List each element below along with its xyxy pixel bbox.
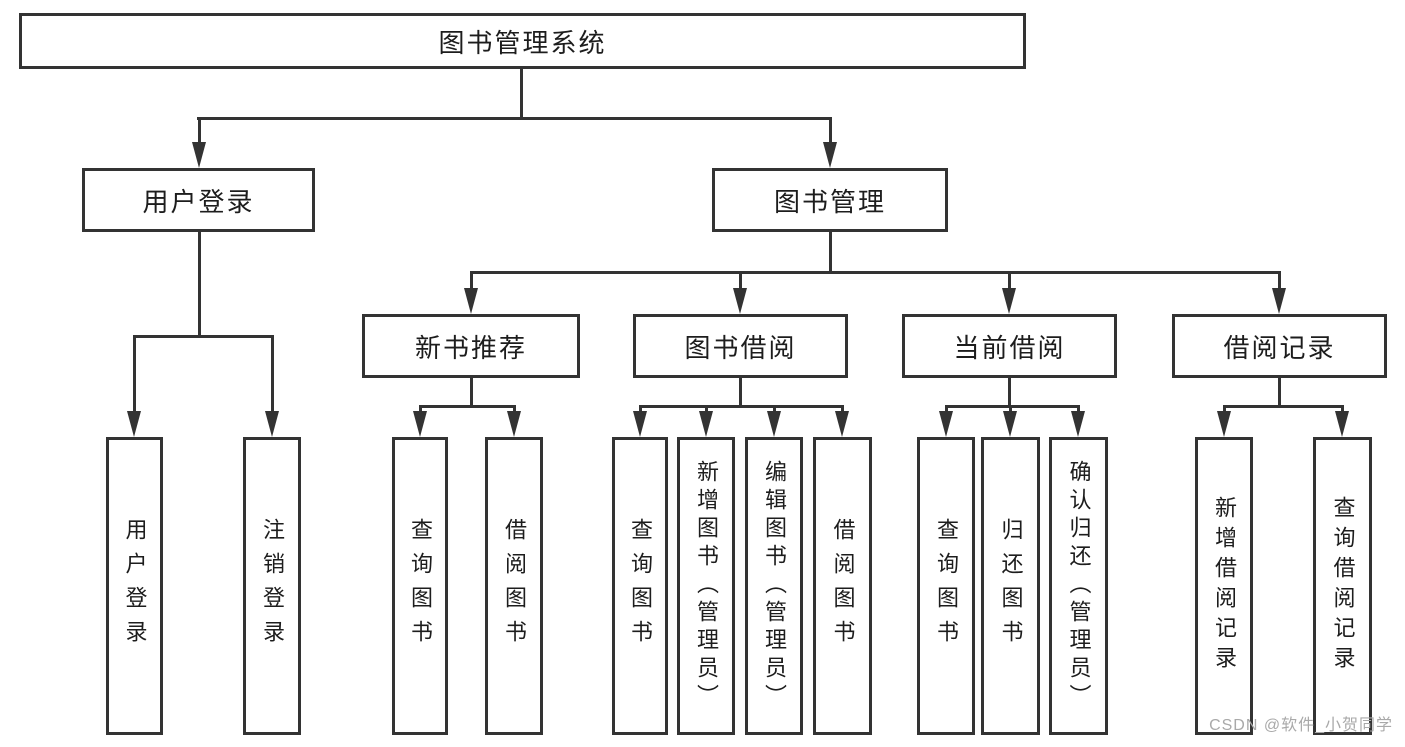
connector-user-login-drop-2 bbox=[271, 335, 274, 415]
connector-records-drop-1 bbox=[1223, 405, 1226, 415]
connector-borrow-drop-4 bbox=[841, 405, 844, 415]
arrowhead-down-icon bbox=[767, 411, 781, 437]
node-library-system: 图书管理系统 bbox=[19, 13, 1026, 69]
connector-borrow-stub bbox=[739, 378, 742, 407]
connector-user-login-drop-1 bbox=[133, 335, 136, 415]
leaf-borrow-query-books-label: 查询图书 bbox=[628, 518, 653, 654]
leaf-confirm-return-admin-label: 确认归还（管理员） bbox=[1066, 460, 1092, 712]
leaf-current-query-books: 查询图书 bbox=[917, 437, 975, 735]
leaf-return-books: 归还图书 bbox=[981, 437, 1040, 735]
arrowhead-down-icon bbox=[507, 411, 521, 437]
node-user-login-label: 用户登录 bbox=[142, 186, 255, 217]
arrowhead-down-icon bbox=[1217, 411, 1231, 437]
connector-records-drop-2 bbox=[1341, 405, 1344, 415]
arrowhead-down-icon bbox=[1071, 411, 1085, 437]
connector-records-stub bbox=[1278, 378, 1281, 407]
connector-user-login-hline bbox=[133, 335, 274, 338]
arrowhead-down-icon bbox=[464, 288, 478, 314]
leaf-current-query-books-label: 查询图书 bbox=[934, 518, 959, 654]
leaf-logout-login-label: 注销登录 bbox=[260, 518, 285, 654]
leaf-borrow-books-label: 借阅图书 bbox=[830, 518, 856, 654]
connector-current-hline bbox=[945, 405, 1080, 408]
leaf-confirm-return-admin: 确认归还（管理员） bbox=[1049, 437, 1108, 735]
connector-root-drop-right bbox=[829, 117, 832, 147]
leaf-add-borrow-record-label: 新增借阅记录 bbox=[1212, 496, 1237, 676]
connector-recommend-drop-2 bbox=[513, 405, 516, 415]
connector-recommend-hline bbox=[419, 405, 516, 408]
connector-root-hline bbox=[197, 117, 832, 120]
arrowhead-down-icon bbox=[265, 411, 279, 437]
connector-root-drop-left bbox=[198, 117, 201, 147]
leaf-query-borrow-record: 查询借阅记录 bbox=[1313, 437, 1372, 735]
connector-borrow-hline bbox=[639, 405, 844, 408]
arrowhead-down-icon bbox=[939, 411, 953, 437]
arrowhead-down-icon bbox=[1272, 288, 1286, 314]
connector-book-mgmt-drop-4 bbox=[1278, 271, 1281, 291]
connector-recommend-stub bbox=[470, 378, 473, 407]
arrowhead-down-icon bbox=[413, 411, 427, 437]
leaf-add-borrow-record: 新增借阅记录 bbox=[1195, 437, 1253, 735]
connector-borrow-drop-3 bbox=[773, 405, 776, 415]
leaf-user-login: 用户登录 bbox=[106, 437, 163, 735]
leaf-recommend-borrow-books: 借阅图书 bbox=[485, 437, 543, 735]
connector-root-stub bbox=[520, 69, 523, 118]
connector-book-mgmt-stub bbox=[829, 232, 832, 273]
node-user-login: 用户登录 bbox=[82, 168, 315, 232]
node-current-borrow-label: 当前借阅 bbox=[953, 332, 1066, 363]
leaf-add-books-admin: 新增图书（管理员） bbox=[677, 437, 735, 735]
connector-current-stub bbox=[1008, 378, 1011, 407]
arrowhead-down-icon bbox=[1003, 411, 1017, 437]
leaf-user-login-label: 用户登录 bbox=[122, 518, 148, 654]
leaf-recommend-query-books-label: 查询图书 bbox=[408, 518, 433, 654]
leaf-edit-books-admin: 编辑图书（管理员） bbox=[745, 437, 803, 735]
leaf-recommend-query-books: 查询图书 bbox=[392, 437, 448, 735]
leaf-recommend-borrow-books-label: 借阅图书 bbox=[502, 518, 527, 654]
node-book-borrow-label: 图书借阅 bbox=[684, 332, 797, 363]
connector-current-drop-3 bbox=[1077, 405, 1080, 415]
arrowhead-down-icon bbox=[733, 288, 747, 314]
leaf-logout-login: 注销登录 bbox=[243, 437, 301, 735]
leaf-edit-books-admin-label: 编辑图书（管理员） bbox=[762, 460, 787, 712]
node-borrow-records: 借阅记录 bbox=[1172, 314, 1387, 378]
leaf-borrow-query-books: 查询图书 bbox=[612, 437, 668, 735]
connector-borrow-drop-1 bbox=[639, 405, 642, 415]
leaf-add-books-admin-label: 新增图书（管理员） bbox=[694, 460, 719, 712]
arrowhead-down-icon bbox=[1335, 411, 1349, 437]
connector-book-mgmt-hline bbox=[470, 271, 1281, 274]
connector-book-mgmt-drop-1 bbox=[470, 271, 473, 291]
node-current-borrow: 当前借阅 bbox=[902, 314, 1117, 378]
arrowhead-down-icon bbox=[192, 142, 206, 168]
leaf-borrow-books: 借阅图书 bbox=[813, 437, 872, 735]
arrowhead-down-icon bbox=[699, 411, 713, 437]
leaf-return-books-label: 归还图书 bbox=[998, 518, 1024, 654]
connector-user-login-stub bbox=[198, 232, 201, 338]
connector-borrow-drop-2 bbox=[705, 405, 708, 415]
connector-recommend-drop-1 bbox=[419, 405, 422, 415]
connector-book-mgmt-drop-2 bbox=[739, 271, 742, 291]
arrowhead-down-icon bbox=[1002, 288, 1016, 314]
node-library-system-label: 图书管理系统 bbox=[438, 27, 607, 58]
connector-current-drop-2 bbox=[1009, 405, 1012, 415]
connector-book-mgmt-drop-3 bbox=[1008, 271, 1011, 291]
arrowhead-down-icon bbox=[835, 411, 849, 437]
leaf-query-borrow-record-label: 查询借阅记录 bbox=[1330, 496, 1356, 676]
watermark: CSDN @软件_小贺同学 bbox=[1209, 717, 1393, 734]
connector-current-drop-1 bbox=[945, 405, 948, 415]
node-book-management: 图书管理 bbox=[712, 168, 948, 232]
node-new-book-recommend-label: 新书推荐 bbox=[414, 332, 527, 363]
arrowhead-down-icon bbox=[823, 142, 837, 168]
connector-records-hline bbox=[1223, 405, 1344, 408]
node-book-borrow: 图书借阅 bbox=[633, 314, 848, 378]
arrowhead-down-icon bbox=[633, 411, 647, 437]
node-borrow-records-label: 借阅记录 bbox=[1223, 332, 1336, 363]
node-new-book-recommend: 新书推荐 bbox=[362, 314, 580, 378]
arrowhead-down-icon bbox=[127, 411, 141, 437]
node-book-management-label: 图书管理 bbox=[773, 186, 886, 217]
